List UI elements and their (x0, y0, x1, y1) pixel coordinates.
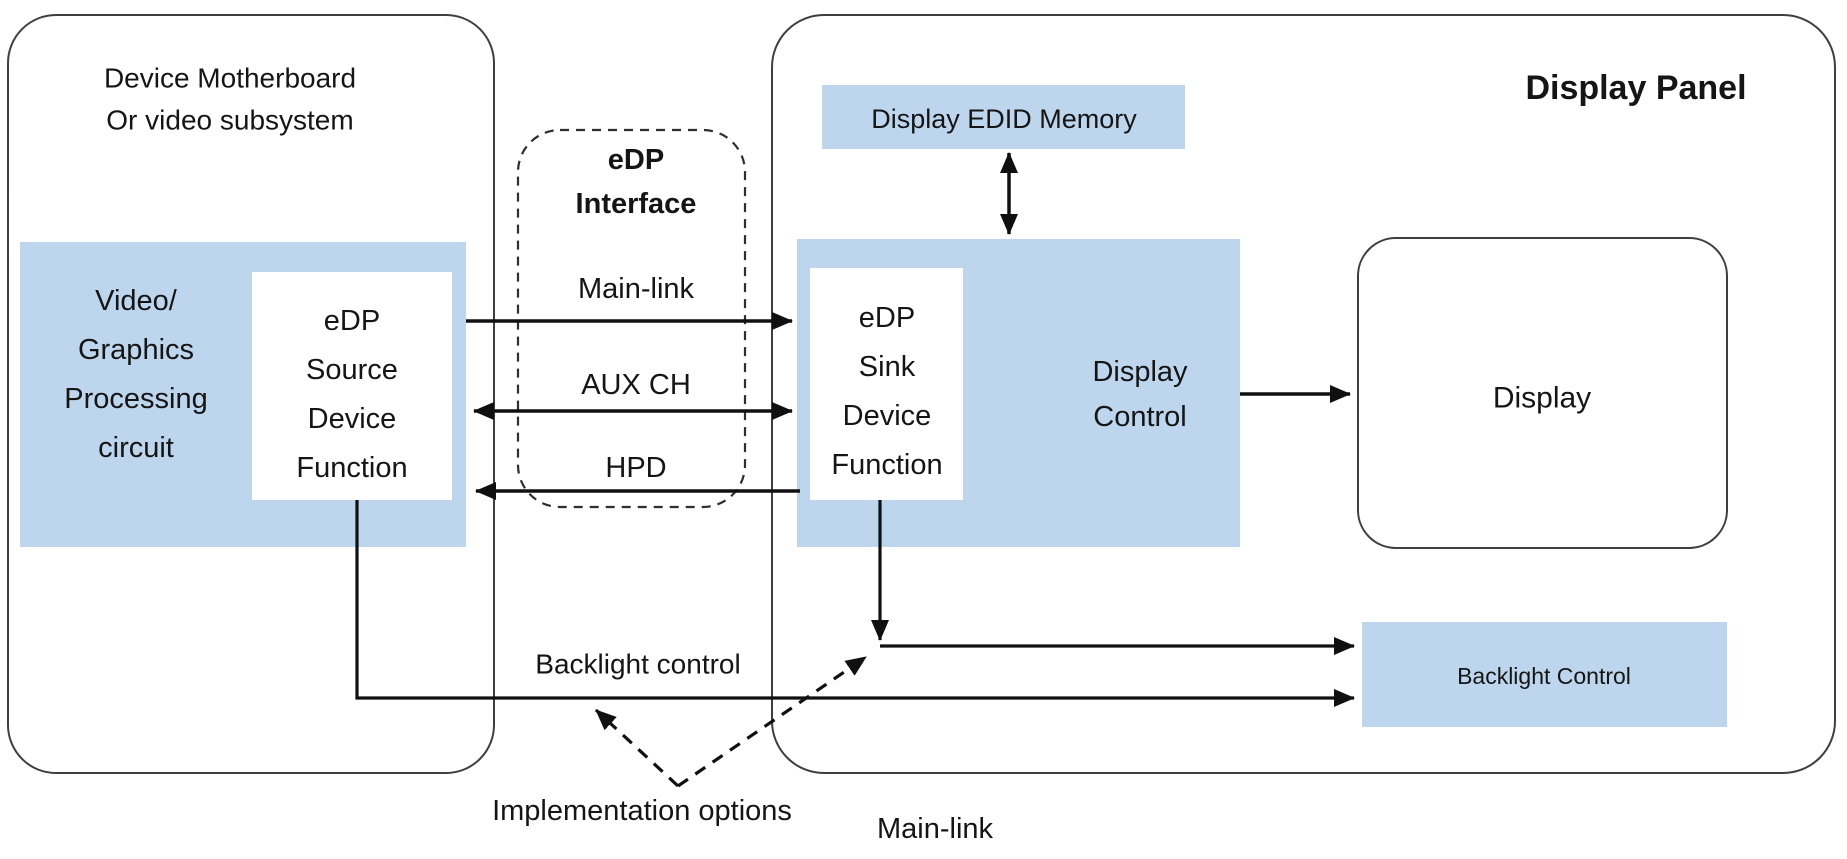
implementation-option-arrow-right (677, 655, 867, 788)
gpu-box-label-line3: Processing (64, 383, 207, 415)
backlight-box-label: Backlight Control (1457, 663, 1631, 689)
source-backlight-control-wire (355, 500, 1355, 707)
edp-sink-device-box (810, 268, 963, 500)
display-control-label-line2: Control (1093, 401, 1187, 433)
aux-ch-label: AUX CH (581, 369, 691, 401)
main-link-label: Main-link (578, 273, 695, 305)
gpu-box-label-line1: Video/ (95, 285, 178, 317)
display-box (1357, 237, 1728, 549)
source-box-label-line4: Function (296, 452, 407, 484)
backlight-control-box (1362, 622, 1727, 727)
edid-box-label: Display EDID Memory (871, 104, 1137, 134)
source-box-label-line2: Source (306, 354, 398, 386)
display-panel-title: Display Panel (1525, 69, 1746, 107)
display-edid-memory-box (822, 85, 1185, 149)
implementation-options-annotation: Implementation options (492, 795, 792, 827)
implementation-option-arrow-left (594, 708, 680, 788)
edp-source-device-box (252, 272, 452, 500)
source-box-label-line3: Device (308, 403, 397, 435)
sink-box-label-line3: Device (843, 400, 932, 432)
display-control-label-line1: Display (1092, 356, 1188, 388)
sink-box-label-line2: Sink (859, 351, 916, 383)
edp-interface-dashed-box (516, 128, 747, 509)
display-panel-container (771, 14, 1836, 774)
sink-box-label-line4: Function (831, 449, 942, 481)
motherboard-title-line2: Or video subsystem (106, 105, 353, 136)
motherboard-title-line1: Device Motherboard (104, 63, 356, 94)
gpu-box-label-line4: circuit (98, 432, 174, 464)
edp-interface-title-line2: Interface (576, 188, 697, 220)
edp-interface-title-line1: eDP (608, 144, 664, 176)
sink-box-label-line1: eDP (859, 302, 915, 334)
hpd-label: HPD (605, 452, 666, 484)
gpu-box-label-line2: Graphics (78, 334, 194, 366)
display-box-label: Display (1493, 382, 1591, 415)
source-box-label-line1: eDP (324, 305, 380, 337)
backlight-control-annotation: Backlight control (535, 649, 740, 680)
main-link-annotation: Main-link (877, 813, 994, 845)
motherboard-container (7, 14, 495, 774)
